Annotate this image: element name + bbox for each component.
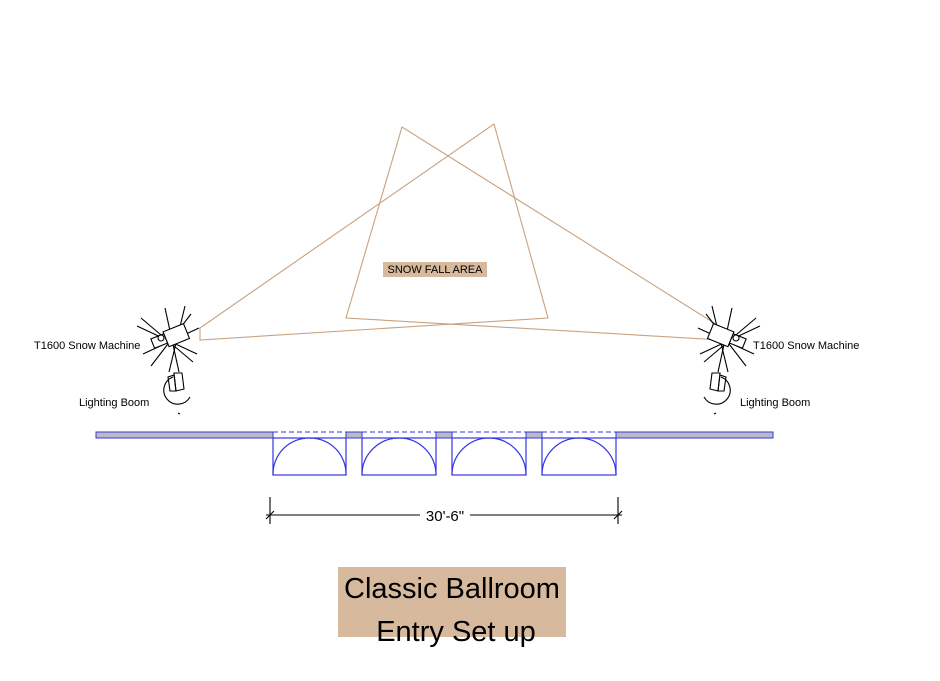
wall-pillar-3: [525, 431, 543, 439]
snow-machine-icon: [697, 305, 761, 373]
right-lighting-boom-label: Lighting Boom: [740, 397, 810, 409]
snow-fall-area-label-bg: [383, 262, 487, 277]
right-snow-machine-label: T1600 Snow Machine: [753, 340, 859, 352]
dimension-line: 30'-6": [265, 497, 623, 525]
lighting-boom-icon: [163, 372, 191, 415]
door-pair-1: [272, 431, 347, 476]
title-line-2: Entry Set up: [376, 616, 536, 648]
dimension-text: 30'-6": [426, 508, 464, 525]
entry-wall: [95, 431, 774, 439]
wall-pillar-2: [435, 431, 453, 439]
title-block-bg: [338, 567, 566, 637]
snow-fall-area-text: SNOW FALL AREA: [388, 264, 484, 276]
door-pair-3: [451, 431, 527, 476]
title-block: Classic Ballroom Entry Set up: [338, 567, 566, 648]
lighting-boom-icon: [703, 372, 731, 415]
door-pair-2: [361, 431, 437, 476]
title-line-1: Classic Ballroom: [344, 573, 560, 605]
entry-doors: [272, 431, 617, 476]
left-lighting-boom-label: Lighting Boom: [79, 397, 149, 409]
wall-segment-right: [615, 431, 774, 439]
left-throw-cone: [199, 123, 549, 341]
snow-machine-icon: [136, 305, 200, 373]
snow-throw-cones: [199, 123, 723, 341]
door-pair-4: [541, 431, 617, 476]
left-snow-machine-label: T1600 Snow Machine: [34, 340, 140, 352]
wall-segment-left: [95, 431, 274, 439]
wall-pillar-1: [345, 431, 363, 439]
snow-fall-area-label: SNOW FALL AREA: [383, 262, 487, 277]
right-throw-cone: [345, 126, 723, 341]
